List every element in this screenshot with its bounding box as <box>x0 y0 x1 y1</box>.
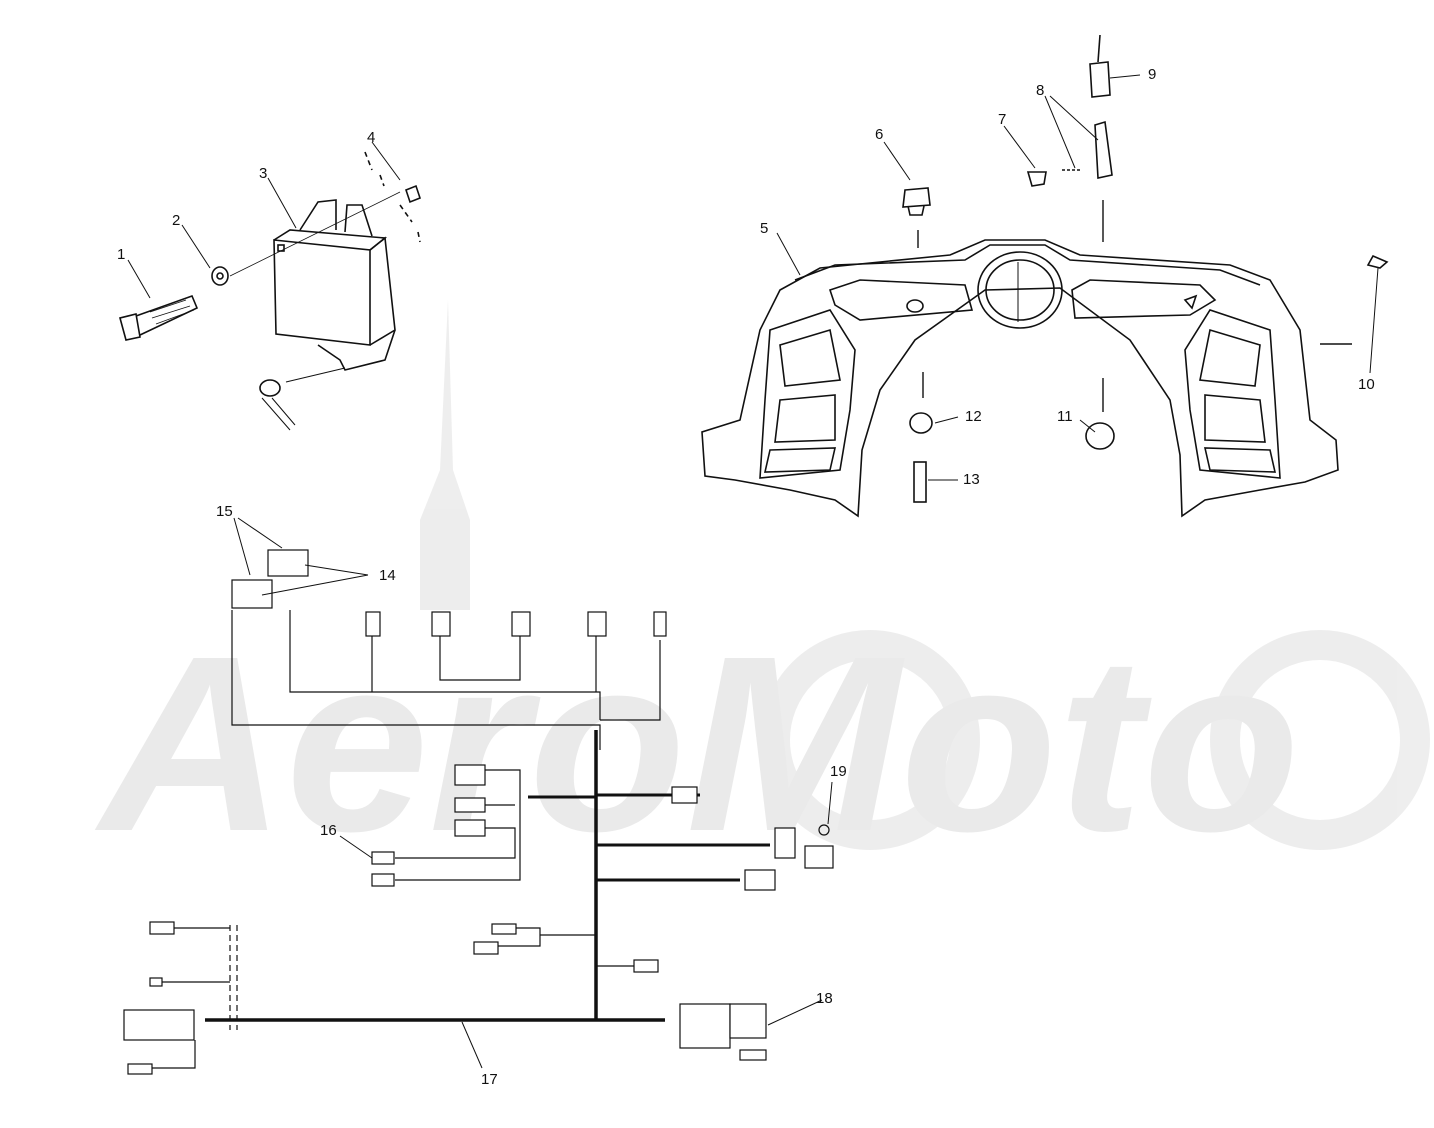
callout-2: 2 <box>172 212 180 229</box>
washer <box>211 266 229 286</box>
callout-16: 16 <box>320 822 337 839</box>
watermark-wheel-icon-2 <box>1210 630 1430 850</box>
connector-18 <box>679 1003 731 1049</box>
callout-6: 6 <box>875 126 883 143</box>
callout-12: 12 <box>965 408 982 425</box>
connector-small <box>671 786 698 804</box>
knob <box>902 187 931 208</box>
callout-5: 5 <box>760 220 768 237</box>
connector-16 <box>371 851 395 865</box>
callout-19: 19 <box>830 763 847 780</box>
dash-panel <box>701 34 1389 518</box>
wiring-harness <box>123 549 834 1075</box>
right-vent <box>1184 309 1281 479</box>
watermark-spire <box>420 300 470 610</box>
connector-17 <box>123 1009 195 1041</box>
bolt <box>119 294 199 341</box>
callout-9: 9 <box>1148 66 1156 83</box>
callout-11: 11 <box>1057 408 1073 425</box>
callout-15: 15 <box>216 503 233 520</box>
ring-terminal <box>259 379 281 397</box>
callout-10: 10 <box>1358 376 1375 393</box>
watermark-wheel-icon <box>760 630 980 850</box>
callout-13: 13 <box>963 471 980 488</box>
speedo-housing <box>977 251 1063 329</box>
callout-17: 17 <box>481 1071 498 1088</box>
callout-3: 3 <box>259 165 267 182</box>
relay-connector-b <box>267 549 309 577</box>
connector-19 <box>774 827 796 859</box>
bulb <box>1089 61 1111 98</box>
callout-4: 4 <box>367 129 375 146</box>
left-vent <box>759 309 856 479</box>
pin <box>913 461 927 503</box>
callout-7: 7 <box>998 111 1006 128</box>
leader-lines <box>127 74 1379 1069</box>
nut <box>909 412 933 434</box>
callout-14: 14 <box>379 567 396 584</box>
callout-8: 8 <box>1036 82 1044 99</box>
relay-assembly <box>119 151 421 431</box>
grommet <box>1085 422 1115 450</box>
watermark: AeroMoto <box>94 300 1430 883</box>
callouts: 1 2 3 4 5 6 7 8 9 10 11 12 13 14 15 16 1… <box>117 66 1375 1088</box>
callout-1: 1 <box>117 246 125 263</box>
callout-18: 18 <box>816 990 833 1007</box>
watermark-text: AeroMoto <box>94 604 1300 883</box>
relay-box <box>273 199 396 371</box>
bulb-socket <box>1094 120 1113 179</box>
